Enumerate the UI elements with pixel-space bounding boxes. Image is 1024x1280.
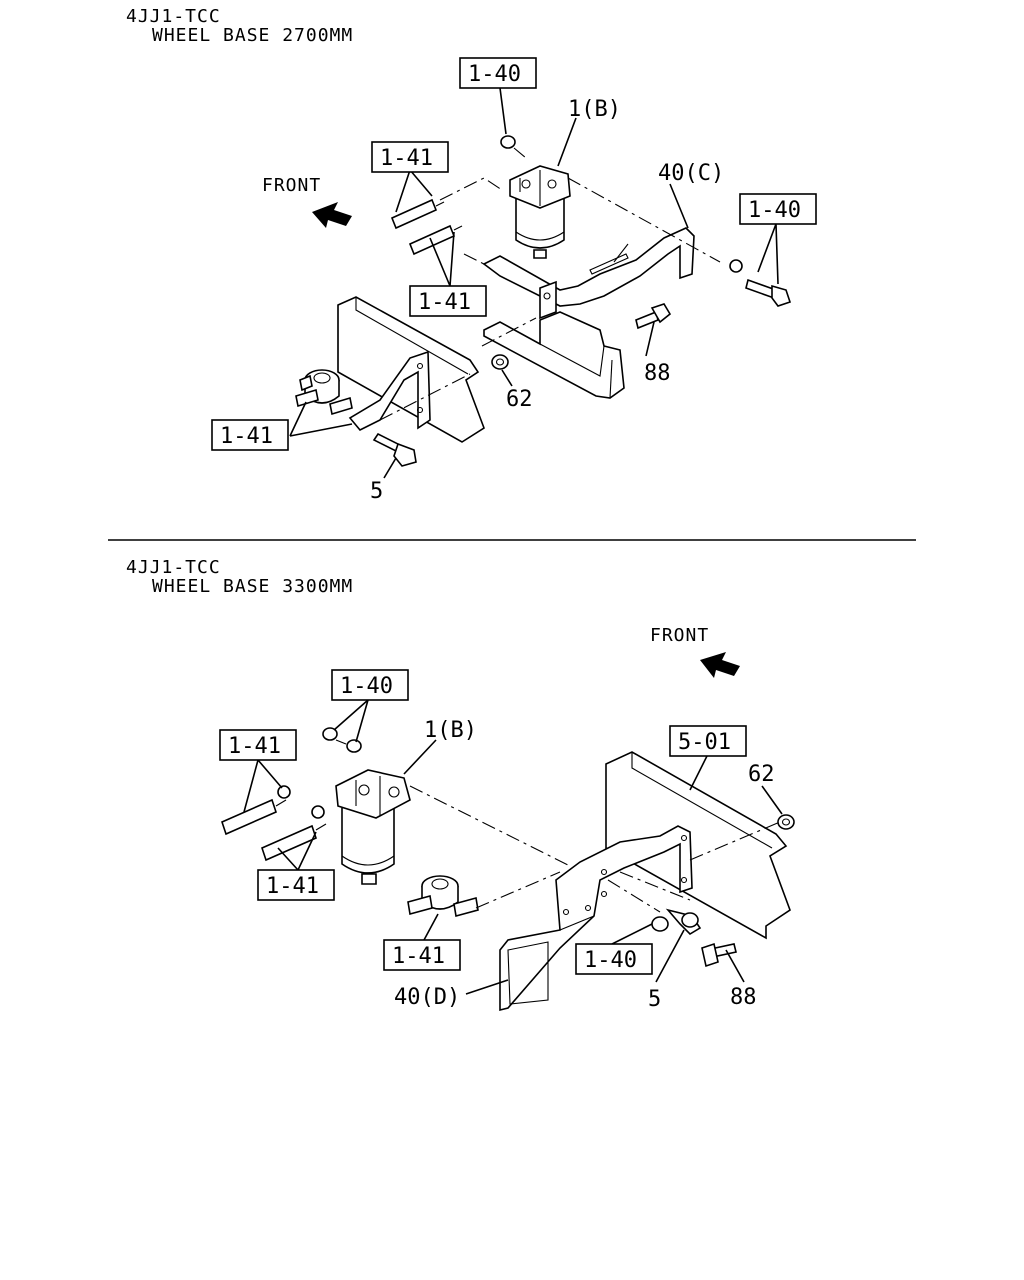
bottom-fuel-filter <box>335 769 411 885</box>
bottom-dashline-bolt2 <box>619 871 691 901</box>
top-callout-box-1-40-a <box>459 57 537 89</box>
top-part-40c[interactable]: 40(C) <box>658 161 724 186</box>
bottom-callout-box-1-41-a <box>219 729 297 761</box>
bottom-callout-1-40-b[interactable]: 1-40 <box>584 948 637 973</box>
bottom-hoses <box>221 798 327 862</box>
top-callout-box-1-41-b <box>409 285 487 317</box>
top-bolt-88 <box>635 303 672 330</box>
bottom-front-arrow-icon <box>700 652 740 678</box>
top-fuel-filter <box>509 165 571 259</box>
bottom-callout-box-1-41-c <box>383 939 461 971</box>
top-dashline-bracket <box>481 317 537 347</box>
bottom-callout-1-41-c[interactable]: 1-41 <box>392 944 445 969</box>
bottom-part-1b[interactable]: 1(B) <box>424 718 477 743</box>
top-leaders <box>289 87 779 479</box>
bottom-part-5[interactable]: 5 <box>648 987 661 1012</box>
bottom-front-label: FRONT <box>650 625 709 646</box>
bottom-callout-box-1-40-b <box>575 943 653 975</box>
bottom-callout-1-40-a[interactable]: 1-40 <box>340 674 393 699</box>
top-dashline-lower <box>463 253 485 265</box>
bottom-dashline-bolt <box>607 879 661 913</box>
bottom-callout-1-41-b[interactable]: 1-41 <box>266 874 319 899</box>
top-callout-1-41-b[interactable]: 1-41 <box>418 290 471 315</box>
top-callout-1-41-c[interactable]: 1-41 <box>220 424 273 449</box>
bottom-bracket-40d <box>499 825 693 1012</box>
top-bolt-5 <box>372 432 417 467</box>
bottom-clip-a-icon <box>277 785 291 799</box>
bottom-nut-1-40 <box>651 916 669 932</box>
top-callout-box-1-40-b <box>739 193 817 225</box>
bottom-nut-62 <box>777 814 795 830</box>
top-callout-1-41-a[interactable]: 1-41 <box>380 146 433 171</box>
top-sedimenter <box>295 369 353 416</box>
bottom-leaders <box>243 699 783 995</box>
bottom-washer-a-icon <box>322 727 338 741</box>
bottom-callout-5-01[interactable]: 5-01 <box>678 730 731 755</box>
bottom-frame-rail <box>605 751 791 940</box>
top-part-62[interactable]: 62 <box>506 387 533 412</box>
top-section: 4JJ1-TCC WHEEL BASE 2700MM FRONT <box>126 6 817 504</box>
top-part-5[interactable]: 5 <box>370 479 383 504</box>
top-dashline-upper <box>513 147 527 159</box>
top-callout-box-1-41-c <box>211 419 289 451</box>
bottom-callout-box-1-41-b <box>257 869 335 901</box>
top-dashline-frame <box>379 373 471 421</box>
bottom-bolt-5 <box>665 908 702 936</box>
top-callout-1-40-b[interactable]: 1-40 <box>748 198 801 223</box>
top-washer-right-icon <box>729 259 743 273</box>
top-callout-box-1-41-a <box>371 141 449 173</box>
bottom-dashline-sed <box>475 871 561 909</box>
bottom-part-40d[interactable]: 40(D) <box>394 985 460 1010</box>
top-bolt-right <box>745 278 792 307</box>
bottom-callout-1-41-a[interactable]: 1-41 <box>228 734 281 759</box>
top-callout-1-40-a[interactable]: 1-40 <box>468 62 521 87</box>
bottom-header-line2: WHEEL BASE 3300MM <box>152 576 353 597</box>
top-hoses <box>390 198 463 256</box>
top-dashline-pipe <box>439 177 503 201</box>
top-frame-bracket <box>348 350 431 431</box>
top-part-1b[interactable]: 1(B) <box>568 97 621 122</box>
bottom-washer-b-icon <box>346 739 362 753</box>
bottom-section: 4JJ1-TCC WHEEL BASE 3300MM FRONT <box>126 557 795 1012</box>
top-washer-upper-icon <box>500 135 516 149</box>
top-header-line1: 4JJ1-TCC <box>126 6 221 27</box>
top-nut-62 <box>491 354 509 370</box>
top-header-line2: WHEEL BASE 2700MM <box>152 25 353 46</box>
bottom-callout-box-1-40-a <box>331 669 409 701</box>
bottom-bolt-88 <box>701 942 737 968</box>
top-front-arrow-icon <box>312 202 352 228</box>
bottom-part-62[interactable]: 62 <box>748 762 775 787</box>
top-front-label: FRONT <box>262 175 321 196</box>
top-dashline-main <box>567 177 721 263</box>
bottom-dashline-main <box>409 785 571 867</box>
bottom-header-line1: 4JJ1-TCC <box>126 557 221 578</box>
bottom-clip-b-icon <box>311 805 325 819</box>
top-part-88[interactable]: 88 <box>644 361 671 386</box>
top-bracket-40c <box>482 227 695 399</box>
bottom-sedimenter <box>407 875 479 918</box>
bottom-dashline-frame <box>689 821 781 861</box>
bottom-part-88[interactable]: 88 <box>730 985 757 1010</box>
bottom-dashline-washers <box>335 739 347 745</box>
bottom-callout-box-5-01 <box>669 725 747 757</box>
